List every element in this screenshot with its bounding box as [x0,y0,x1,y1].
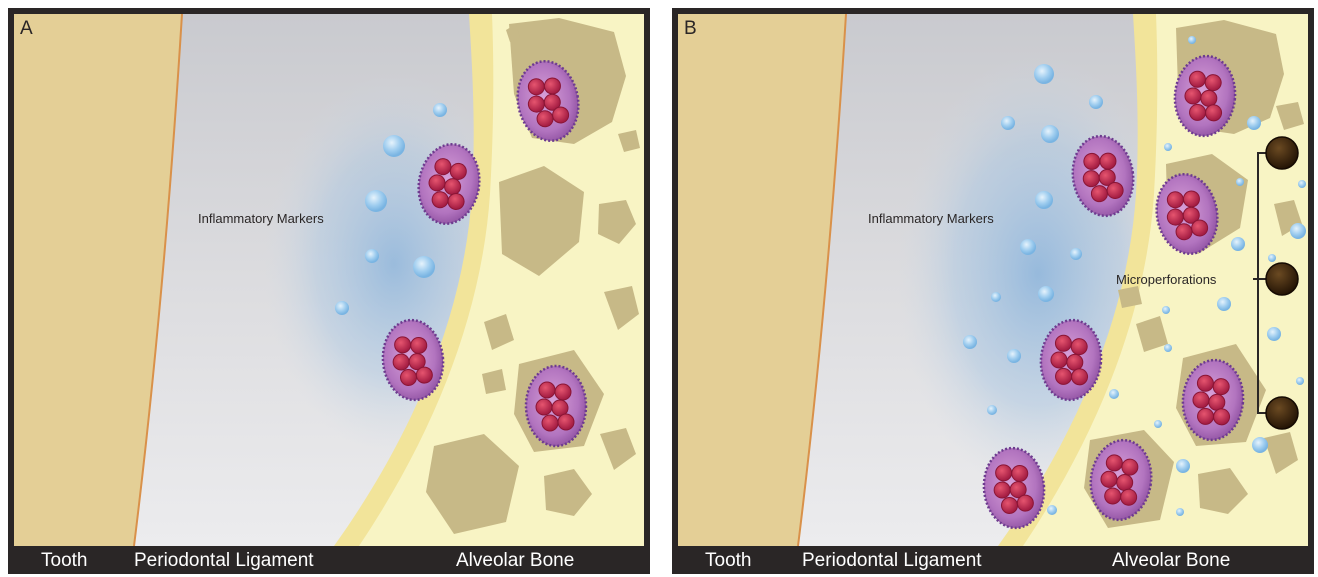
panel-letter: A [20,18,33,40]
microperforation-hole [1266,397,1298,429]
osteoclast-cell [526,366,586,446]
alveolar-bone-label: Alveolar Bone [1112,550,1230,572]
marker-bubble [1296,377,1304,385]
bottom-label-bar: Tooth Periodontal Ligament Alveolar Bone [8,546,650,574]
marker-bubble [1020,239,1036,255]
marker-bubble [1007,349,1021,363]
marker-bubble [1290,223,1306,239]
marker-bubble [365,190,387,212]
inflammatory-markers-label: Inflammatory Markers [198,211,324,226]
marker-bubble [1041,125,1059,143]
panel-a-illustration [14,14,644,546]
marker-bubble [1164,143,1172,151]
marker-bubble [1162,306,1170,314]
marker-bubble [1047,505,1057,515]
panel-letter: B [684,18,697,40]
marker-bubble [1154,420,1162,428]
marker-bubble [1070,248,1082,260]
marker-bubble [365,249,379,263]
marker-bubble [1001,116,1015,130]
tooth-label: Tooth [41,550,87,572]
marker-bubble [1236,178,1244,186]
marker-bubble [1109,389,1119,399]
microperforation-hole [1266,263,1298,295]
marker-bubble [413,256,435,278]
panel-a: A Inflammatory Markers Tooth Periodontal… [8,8,650,574]
marker-bubble [1247,116,1261,130]
marker-bubble [1267,327,1281,341]
marker-bubble [991,292,1001,302]
microperforation-hole [1266,137,1298,169]
marker-bubble [1231,237,1245,251]
marker-bubble [1217,297,1231,311]
marker-bubble [383,135,405,157]
marker-bubble [1176,508,1184,516]
marker-bubble [335,301,349,315]
marker-bubble [1034,64,1054,84]
marker-bubble [987,405,997,415]
panel-b: B Inflammatory Markers Microperforations… [672,8,1314,574]
marker-bubble [1268,254,1276,262]
marker-bubble [1164,344,1172,352]
tooth-label: Tooth [705,550,751,572]
marker-bubble [1298,180,1306,188]
marker-bubble [433,103,447,117]
inflammatory-markers-label: Inflammatory Markers [868,211,994,226]
periodontal-ligament-label: Periodontal Ligament [802,550,982,572]
marker-bubble [1188,36,1196,44]
marker-bubble [1038,286,1054,302]
marker-bubble [963,335,977,349]
bottom-label-bar: Tooth Periodontal Ligament Alveolar Bone [672,546,1314,574]
marker-bubble [1089,95,1103,109]
marker-bubble [1035,191,1053,209]
marker-bubble [1176,459,1190,473]
periodontal-ligament-label: Periodontal Ligament [134,550,314,572]
microperforations-label: Microperforations [1116,272,1216,287]
alveolar-bone-label: Alveolar Bone [456,550,574,572]
marker-bubble [1252,437,1268,453]
